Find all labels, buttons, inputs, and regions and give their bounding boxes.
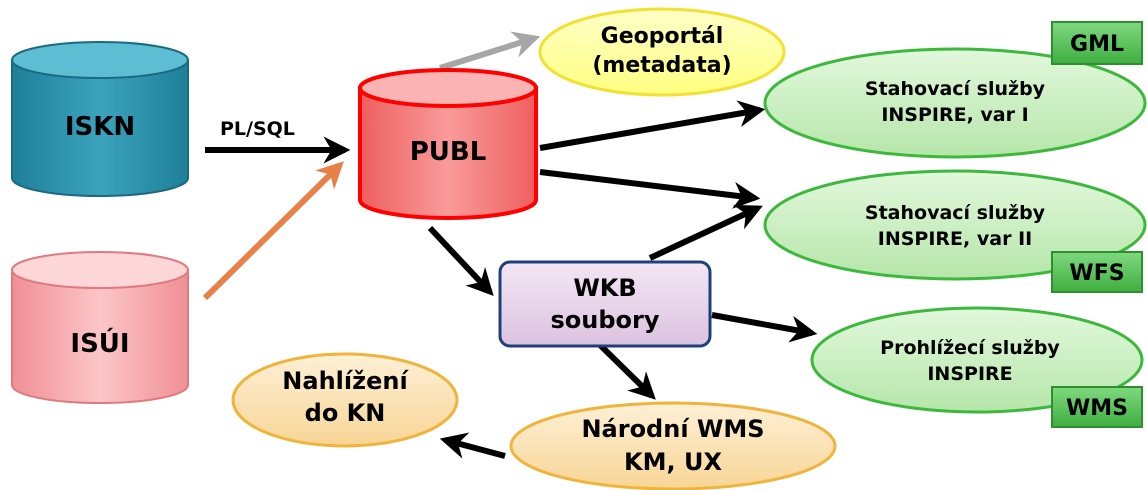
arrow-wkb-to-prohl [711,312,818,343]
publ-label: PUBL [410,137,487,167]
wfs-tag-label: WFS [1069,261,1124,286]
narodni-wms-node: Národní WMS KM, UX [509,401,837,490]
wkb-label-line2: soubory [550,306,659,334]
wms-tag: WMS [1051,386,1143,428]
plsql-label: PL/SQL [220,118,295,140]
arrow-wkb-to-narodni [597,342,656,400]
arrow-publ-to-stah2 [539,169,761,209]
arrow-publ-to-stah1 [539,100,766,151]
narodni-label-line2: KM, UX [624,448,722,476]
iskn-label: ISKN [65,112,135,142]
publ-database: PUBL [358,68,538,220]
arrow-publ-to-wkb [427,225,494,296]
nahlizeni-label-line1: Nahlížení [282,367,409,395]
wfs-tag: WFS [1051,251,1143,293]
isui-database: ISÚI [11,251,189,404]
prohl-label-line1: Prohlížecí služby [880,337,1060,359]
gml-tag-label: GML [1070,32,1124,57]
prohl-label-line2: INSPIRE [927,363,1012,385]
stah1-label-line1: Stahovací služby [865,78,1046,100]
arrows [202,31,818,459]
stahovaci-var2-node: Stahovací služby INSPIRE, var II [763,169,1147,281]
arrow-publ-to-geoportal [439,31,541,71]
stah2-label-line2: INSPIRE, var II [878,228,1032,250]
geoportal-node: Geoportál (metadata) [538,7,786,97]
stahovaci-var1-node: Stahovací služby INSPIRE, var I [763,47,1147,159]
wms-tag-label: WMS [1066,396,1128,421]
stah1-label-line2: INSPIRE, var I [881,104,1028,126]
geoportal-label-line2: (metadata) [592,53,731,78]
nahlizeni-label-line2: do KN [305,399,386,427]
wkb-node: WKB soubory [498,260,712,348]
wkb-label-line1: WKB [573,274,636,302]
stah2-label-line1: Stahovací služby [865,202,1046,224]
isui-label: ISÚI [70,327,129,359]
arrow-narodni-to-nahlizeni [439,432,506,459]
geoportal-label-line1: Geoportál [601,24,724,49]
narodni-label-line1: Národní WMS [581,415,764,443]
arrow-isui-to-publ [202,161,344,301]
nahlizeni-node: Nahlížení do KN [231,352,459,448]
iskn-database: ISKN [11,41,189,197]
gml-tag: GML [1051,21,1143,65]
arrow-wkb-to-stah2 [648,204,763,261]
